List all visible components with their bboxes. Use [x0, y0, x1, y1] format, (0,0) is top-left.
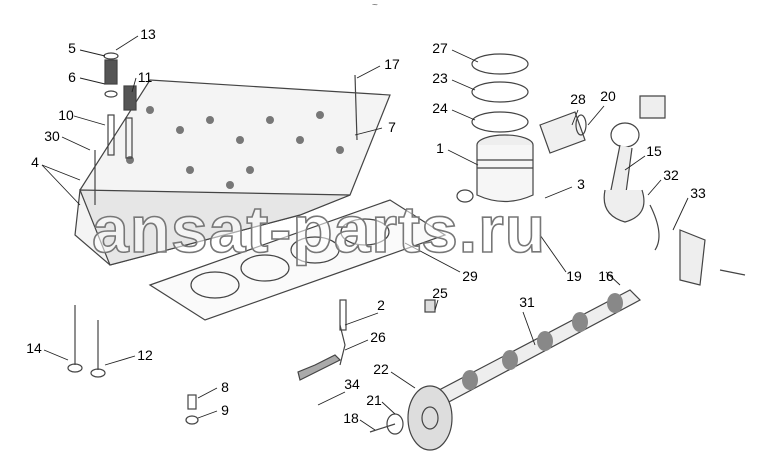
callout-28: 28 [570, 91, 586, 107]
callout-15: 15 [646, 143, 662, 159]
callout-17: 17 [384, 56, 400, 72]
callout-24: 24 [432, 100, 448, 116]
callout-16: 16 [598, 268, 614, 284]
callout-25: 25 [432, 285, 448, 301]
callout-13: 13 [140, 26, 156, 42]
piston-rings [471, 53, 529, 133]
callout-20: 20 [600, 88, 616, 104]
callout-32: 32 [663, 167, 679, 183]
camshaft [369, 289, 641, 451]
head-gasket [148, 199, 447, 321]
callout-9: 9 [221, 402, 229, 418]
callout-22: 22 [373, 361, 389, 377]
cylinder-head [74, 79, 391, 266]
callout-11: 11 [137, 69, 153, 85]
callout-4: 4 [31, 154, 39, 170]
callout-7: 7 [388, 119, 396, 135]
callout-34: 34 [344, 376, 360, 392]
valves [67, 305, 199, 425]
callout-33: 33 [690, 185, 706, 201]
connecting-rod [603, 95, 666, 223]
callout-5: 5 [68, 40, 76, 56]
callout-12: 12 [137, 347, 153, 363]
callout-27: 27 [432, 40, 448, 56]
watermark: ansat-parts.ru [91, 192, 547, 266]
callout-31: 31 [519, 294, 535, 310]
callout-10: 10 [58, 107, 74, 123]
injector [297, 299, 436, 381]
callout-18: 18 [343, 410, 359, 426]
callout-1: 1 [436, 140, 444, 156]
valve-springs [94, 52, 358, 205]
callout-29: 29 [462, 268, 478, 284]
callout-14: 14 [26, 340, 42, 356]
callout-21: 21 [366, 392, 382, 408]
bearing-caps [649, 204, 746, 286]
callout-26: 26 [370, 329, 386, 345]
callout-2: 2 [377, 297, 385, 313]
callout-6: 6 [68, 69, 76, 85]
callout-3: 3 [577, 176, 585, 192]
piston-pin [539, 111, 587, 154]
callout-8: 8 [221, 379, 229, 395]
piston [456, 134, 534, 203]
callout-23: 23 [432, 70, 448, 86]
callout-30: 30 [44, 128, 60, 144]
callout-19: 19 [566, 268, 582, 284]
header-mark: ~ [372, 0, 378, 11]
leader-lines [41, 35, 689, 431]
